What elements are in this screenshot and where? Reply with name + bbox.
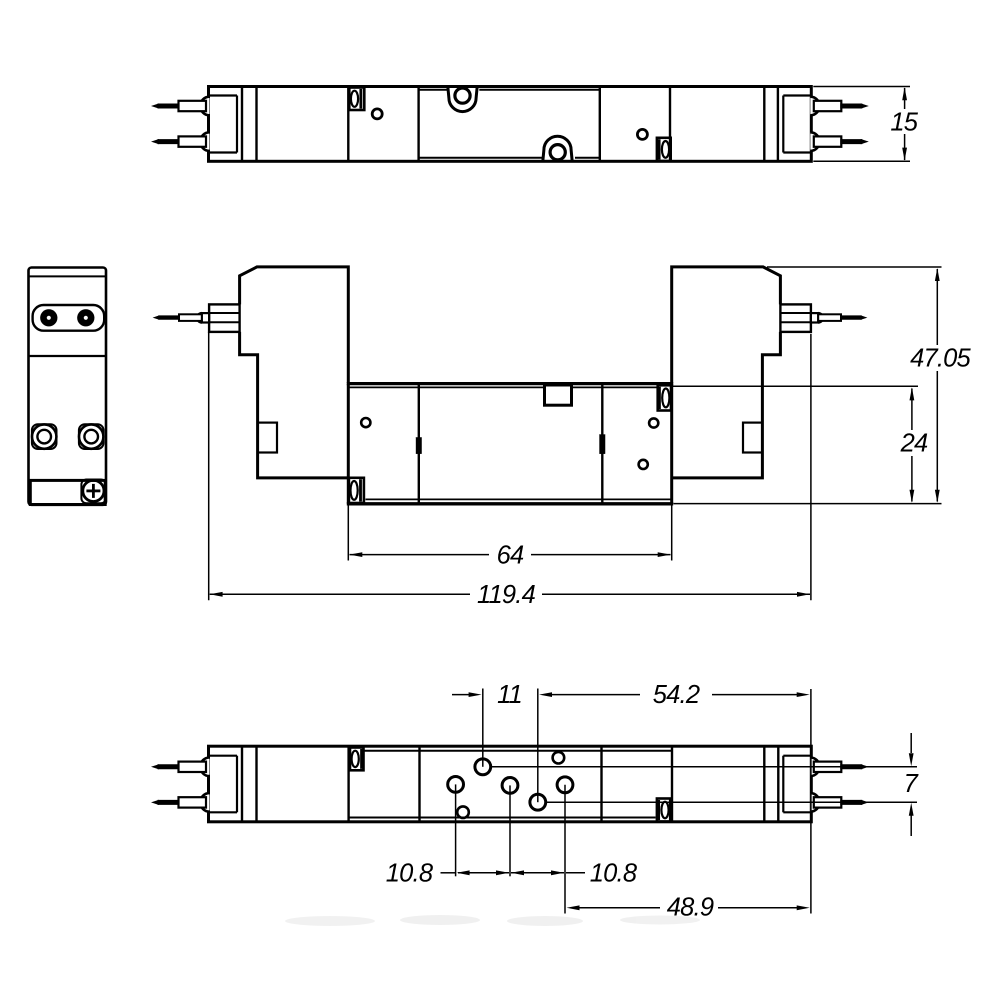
svg-text:10.8: 10.8 (590, 859, 638, 887)
svg-text:119.4: 119.4 (477, 581, 536, 609)
svg-text:15: 15 (890, 109, 918, 137)
svg-text:24: 24 (900, 430, 928, 458)
svg-text:47.05: 47.05 (910, 344, 971, 372)
svg-text:7: 7 (904, 770, 919, 798)
svg-text:54.2: 54.2 (653, 681, 700, 709)
svg-text:48.9: 48.9 (667, 894, 714, 922)
svg-text:10.8: 10.8 (386, 859, 434, 887)
svg-text:11: 11 (497, 681, 522, 709)
svg-text:64: 64 (497, 542, 524, 570)
